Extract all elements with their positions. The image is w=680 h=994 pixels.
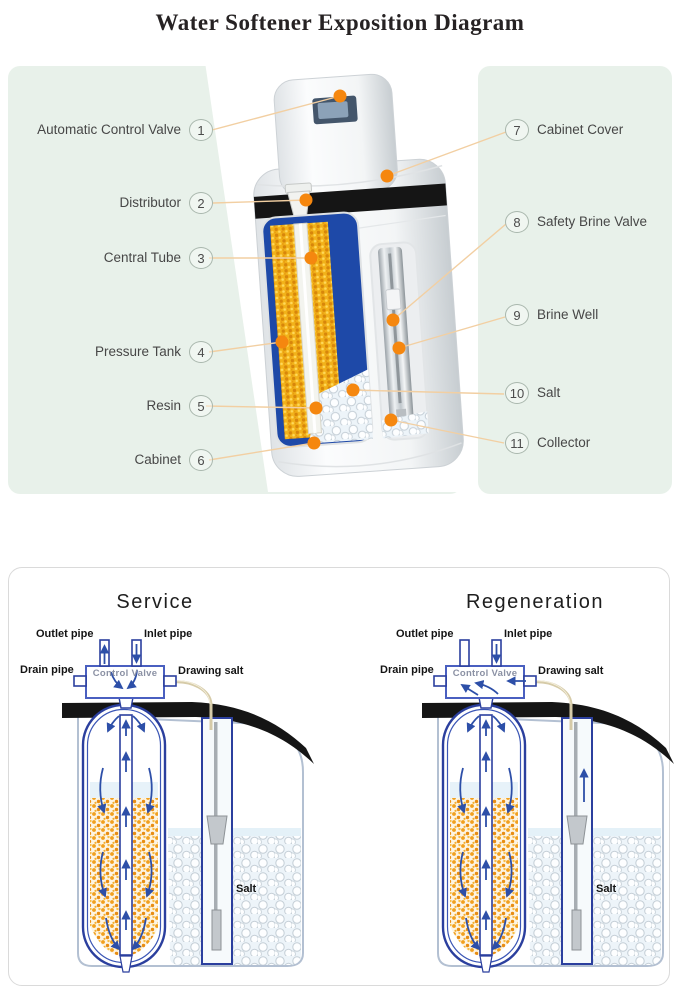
flow-arrows: [457, 715, 515, 951]
label-brine-well: 9 Brine Well: [505, 304, 598, 326]
collector: [211, 909, 222, 951]
brine-well: [561, 717, 593, 965]
service-schematic: [62, 639, 314, 973]
label-central-tube: Central Tube 3: [104, 247, 213, 269]
salt-area-label: Salt: [236, 883, 257, 895]
page-title: Water Softener Exposition Diagram: [155, 10, 525, 35]
regeneration-schematic: [422, 639, 674, 973]
label-safety-brine-valve: 8 Safety Brine Valve: [505, 211, 647, 233]
label-distributor: Distributor 2: [119, 192, 213, 214]
pressure-tank: [81, 691, 167, 973]
callout-number: 8: [505, 211, 529, 233]
pressure-tank: [441, 691, 527, 973]
safety-brine-float: [385, 288, 402, 311]
flow-arrows: [97, 715, 155, 951]
callout-number: 6: [189, 449, 213, 471]
pressure-tank-cutaway: [261, 211, 374, 448]
callout-number: 2: [189, 192, 213, 214]
central-tube: [479, 714, 493, 956]
callout-number: 3: [189, 247, 213, 269]
drain-pipe: [433, 675, 447, 687]
callout-number: 11: [505, 432, 529, 454]
brine-float: [566, 815, 588, 845]
collector: [571, 909, 582, 951]
service-title: Service: [116, 591, 194, 613]
callout-number: 5: [189, 395, 213, 417]
drawing-salt-label: Drawing salt: [538, 665, 604, 677]
brine-well: [201, 717, 233, 965]
control-valve: [73, 639, 177, 699]
salt-bed: [168, 836, 301, 965]
control-valve-label: Control Valve: [92, 668, 158, 679]
label-cabinet-cover: 7 Cabinet Cover: [505, 119, 623, 141]
drain-pipe-label: Drain pipe: [20, 664, 74, 676]
regeneration-title: Regeneration: [465, 591, 605, 613]
callout-dots: [275, 89, 406, 450]
outlet-pipe: [459, 639, 470, 667]
drawing-salt-label: Drawing salt: [178, 665, 244, 677]
label-automatic-control-valve: Automatic Control Valve 1: [37, 119, 213, 141]
callout-number: 7: [505, 119, 529, 141]
salt-area-label: Salt: [596, 883, 617, 895]
callout-number: 9: [505, 304, 529, 326]
salt-bed: [528, 836, 661, 965]
outlet-pipe-label: Outlet pipe: [396, 628, 454, 640]
drain-pipe-label: Drain pipe: [380, 664, 434, 676]
label-pressure-tank: Pressure Tank 4: [95, 341, 213, 363]
label-collector: 11 Collector: [505, 432, 590, 454]
label-resin: Resin 5: [146, 395, 213, 417]
device-illustration: [205, 62, 507, 492]
drain-pipe: [73, 675, 87, 687]
label-salt: 10 Salt: [505, 382, 560, 404]
inlet-pipe-label: Inlet pipe: [144, 628, 193, 640]
callout-number: 10: [505, 382, 529, 404]
service-diagram: Service Outlet pipe Inlet pipe Drain pip…: [20, 580, 340, 980]
callout-number: 4: [189, 341, 213, 363]
label-cabinet: Cabinet 6: [134, 449, 213, 471]
regeneration-diagram: Regeneration Outlet pipe Inlet pipe Drai…: [380, 580, 680, 980]
drawing-salt-port: [163, 675, 177, 687]
inlet-pipe-label: Inlet pipe: [504, 628, 553, 640]
callout-number: 1: [189, 119, 213, 141]
control-valve-label: Control Valve: [452, 668, 518, 679]
control-valve: [433, 639, 537, 699]
leader-lines: [205, 95, 507, 461]
brine-float: [206, 815, 228, 845]
central-tube: [119, 714, 133, 956]
outlet-pipe-label: Outlet pipe: [36, 628, 94, 640]
